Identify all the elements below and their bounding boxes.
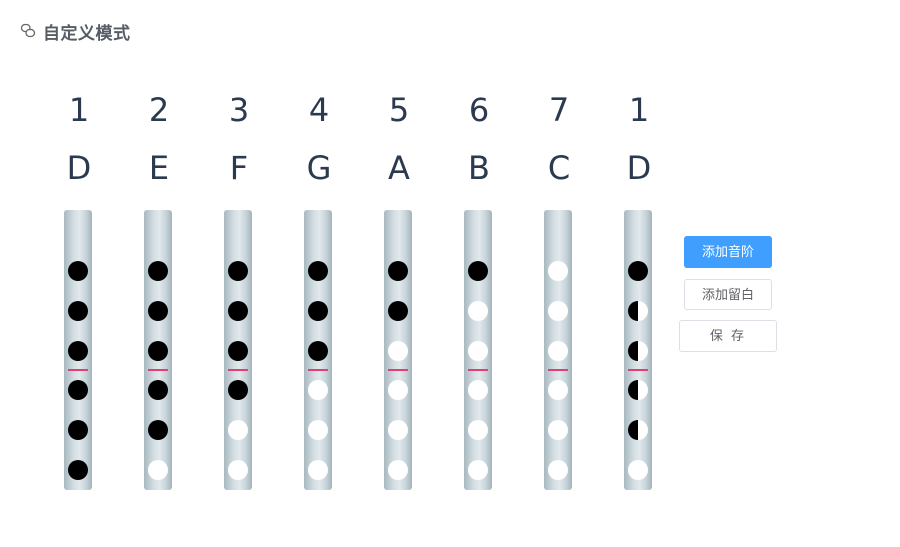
finger-hole-open[interactable] (468, 460, 488, 480)
finger-hole-open[interactable] (228, 460, 248, 480)
finger-hole-open[interactable] (548, 420, 568, 440)
finger-hole-closed[interactable] (148, 261, 168, 281)
finger-hole-closed[interactable] (68, 301, 88, 321)
finger-hole-half[interactable] (628, 420, 648, 440)
finger-hole-open[interactable] (468, 380, 488, 400)
finger-hole-closed[interactable] (68, 380, 88, 400)
note-name: E (148, 149, 170, 187)
page-title: 自定义模式 (43, 23, 131, 44)
finger-hole-open[interactable] (548, 341, 568, 361)
flute-tube (64, 210, 92, 490)
finger-hole-open[interactable] (468, 341, 488, 361)
finger-hole-open[interactable] (548, 301, 568, 321)
finger-hole-closed[interactable] (68, 420, 88, 440)
finger-hole-open[interactable] (548, 261, 568, 281)
finger-hole-half[interactable] (628, 341, 648, 361)
hand-divider-marker (628, 369, 648, 371)
finger-hole-open[interactable] (388, 420, 408, 440)
finger-hole-open[interactable] (308, 460, 328, 480)
finger-hole-open[interactable] (308, 380, 328, 400)
flute-tube (464, 210, 492, 490)
note-name: G (306, 149, 332, 187)
finger-hole-half[interactable] (628, 301, 648, 321)
finger-hole-closed[interactable] (68, 261, 88, 281)
flute-tube (304, 210, 332, 490)
scale-number: 1 (628, 91, 650, 129)
hand-divider-marker (68, 369, 88, 371)
finger-hole-closed[interactable] (68, 341, 88, 361)
finger-hole-open[interactable] (548, 460, 568, 480)
scale-number: 4 (308, 91, 330, 129)
finger-hole-open[interactable] (388, 341, 408, 361)
chat-bubbles-icon (20, 23, 36, 38)
add-scale-button[interactable]: 添加音阶 (684, 236, 772, 268)
finger-hole-closed[interactable] (228, 341, 248, 361)
hand-divider-marker (548, 369, 568, 371)
finger-hole-open[interactable] (628, 460, 648, 480)
finger-hole-closed[interactable] (228, 380, 248, 400)
scale-number: 1 (68, 91, 90, 129)
finger-hole-closed[interactable] (148, 301, 168, 321)
hand-divider-marker (228, 369, 248, 371)
finger-hole-open[interactable] (228, 420, 248, 440)
finger-hole-closed[interactable] (228, 301, 248, 321)
hand-divider-marker (388, 369, 408, 371)
finger-hole-closed[interactable] (308, 301, 328, 321)
flute-tube (624, 210, 652, 490)
finger-hole-closed[interactable] (628, 261, 648, 281)
hand-divider-marker (308, 369, 328, 371)
finger-hole-closed[interactable] (308, 341, 328, 361)
finger-hole-half[interactable] (628, 380, 648, 400)
finger-hole-closed[interactable] (388, 261, 408, 281)
note-name: F (229, 149, 249, 187)
save-button[interactable]: 保 存 (679, 320, 777, 352)
finger-hole-open[interactable] (468, 301, 488, 321)
scale-number: 6 (468, 91, 490, 129)
finger-hole-closed[interactable] (228, 261, 248, 281)
hand-divider-marker (468, 369, 488, 371)
scale-number: 7 (548, 91, 570, 129)
hand-divider-marker (148, 369, 168, 371)
note-name: D (626, 149, 652, 187)
finger-hole-open[interactable] (468, 420, 488, 440)
finger-hole-closed[interactable] (388, 301, 408, 321)
finger-hole-open[interactable] (388, 460, 408, 480)
flute-tube (544, 210, 572, 490)
finger-hole-closed[interactable] (68, 460, 88, 480)
note-name: B (468, 149, 490, 187)
finger-hole-closed[interactable] (148, 380, 168, 400)
note-name: A (388, 149, 410, 187)
finger-hole-open[interactable] (148, 460, 168, 480)
flute-tube (384, 210, 412, 490)
flute-tube (144, 210, 172, 490)
scale-number: 2 (148, 91, 170, 129)
finger-hole-closed[interactable] (468, 261, 488, 281)
finger-hole-closed[interactable] (148, 341, 168, 361)
flute-tube (224, 210, 252, 490)
finger-hole-closed[interactable] (308, 261, 328, 281)
page-header: 自定义模式 (20, 20, 131, 44)
scale-number: 3 (228, 91, 250, 129)
scale-number: 5 (388, 91, 410, 129)
finger-hole-open[interactable] (388, 380, 408, 400)
note-name: C (547, 149, 571, 187)
note-name: D (66, 149, 92, 187)
finger-hole-open[interactable] (308, 420, 328, 440)
finger-hole-closed[interactable] (148, 420, 168, 440)
add-blank-button[interactable]: 添加留白 (684, 279, 772, 310)
finger-hole-open[interactable] (548, 380, 568, 400)
